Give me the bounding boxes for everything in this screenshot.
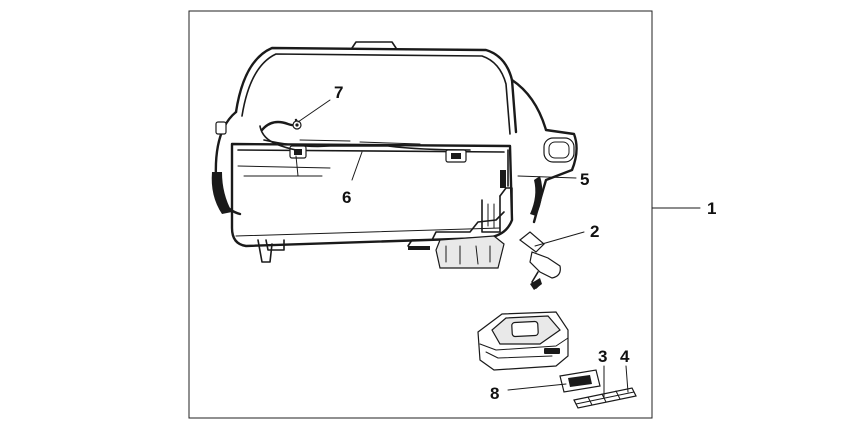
trunk-box-drawing [211, 41, 578, 269]
callout-3: 3 [598, 347, 607, 366]
cable-drawing [259, 118, 302, 177]
callout-8: 8 [490, 384, 499, 403]
callout-6: 6 [342, 188, 351, 207]
diagram-frame [188, 10, 653, 419]
callout-1: 1 [707, 199, 716, 218]
callout-2: 2 [590, 222, 599, 241]
leader-lines [297, 99, 701, 399]
seal-strip-drawing [573, 387, 637, 409]
callout-7: 7 [334, 83, 343, 102]
key-drawing [519, 231, 561, 290]
callout-5: 5 [580, 170, 589, 189]
callout-4: 4 [620, 347, 630, 366]
emblem-sticker-drawing [559, 369, 601, 393]
small-trunk-drawing [477, 311, 569, 371]
